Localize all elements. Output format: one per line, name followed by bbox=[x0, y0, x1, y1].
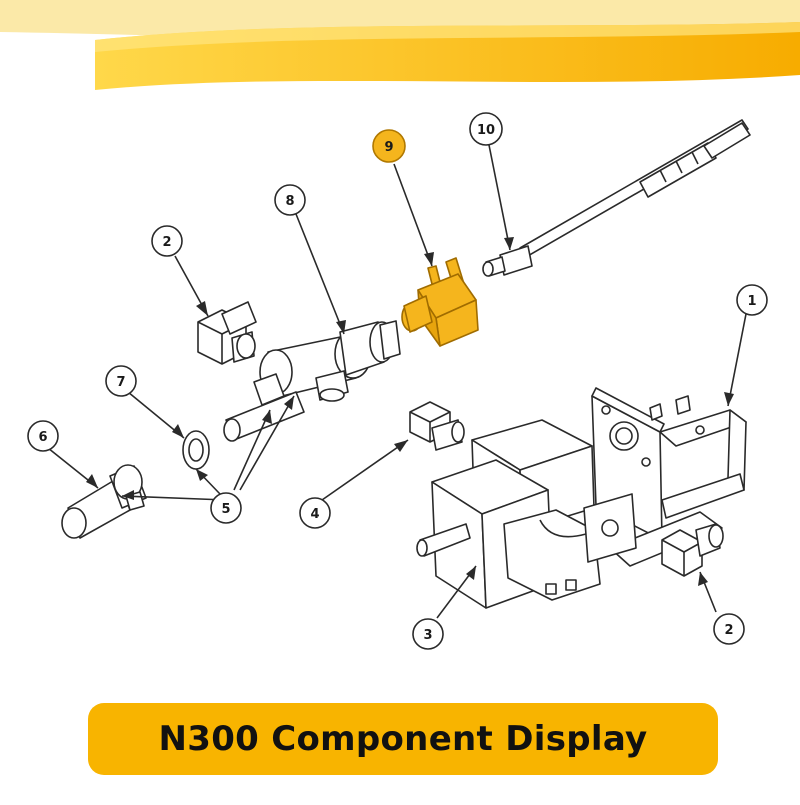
part-6-nozzle bbox=[61, 464, 147, 539]
callout-6: 6 bbox=[27, 420, 59, 452]
part-8-tee-fitting bbox=[223, 320, 401, 442]
callout-label: 5 bbox=[221, 502, 230, 517]
callout-5: 5 bbox=[210, 492, 242, 524]
header-band bbox=[0, 0, 800, 90]
part-2-elbow-top bbox=[197, 301, 257, 365]
part-2-elbow-bottom bbox=[661, 523, 724, 577]
callout-2-top: 2 bbox=[151, 225, 183, 257]
callout-label: 3 bbox=[423, 628, 432, 643]
part-4-fitting bbox=[409, 401, 465, 451]
callout-label: 7 bbox=[116, 375, 125, 390]
callout-9-highlighted: 9 bbox=[372, 129, 406, 163]
callout-label: 10 bbox=[477, 123, 495, 138]
callout-label: 2 bbox=[162, 235, 171, 250]
callout-label: 6 bbox=[38, 430, 47, 445]
leader-arrowheads bbox=[86, 237, 734, 586]
callouts: 1 2 2 3 4 5 6 7 bbox=[27, 112, 768, 650]
caption-title: N300 Component Display bbox=[158, 719, 648, 759]
callout-1: 1 bbox=[736, 284, 768, 316]
callout-label: 2 bbox=[724, 623, 733, 638]
callout-8: 8 bbox=[274, 184, 306, 216]
part-10-rod bbox=[482, 119, 751, 277]
callout-3: 3 bbox=[412, 618, 444, 650]
callout-2-bottom: 2 bbox=[713, 613, 745, 645]
callout-label: 8 bbox=[285, 194, 294, 209]
part-7-washer bbox=[182, 430, 210, 470]
callout-label: 4 bbox=[310, 507, 319, 522]
part-9-highlighted-fitting bbox=[401, 257, 479, 347]
callout-4: 4 bbox=[299, 497, 331, 529]
caption-banner: N300 Component Display bbox=[88, 703, 718, 775]
callout-10: 10 bbox=[469, 112, 503, 146]
callout-label: 9 bbox=[384, 140, 393, 155]
callout-7: 7 bbox=[105, 365, 137, 397]
callout-label: 1 bbox=[747, 294, 756, 309]
